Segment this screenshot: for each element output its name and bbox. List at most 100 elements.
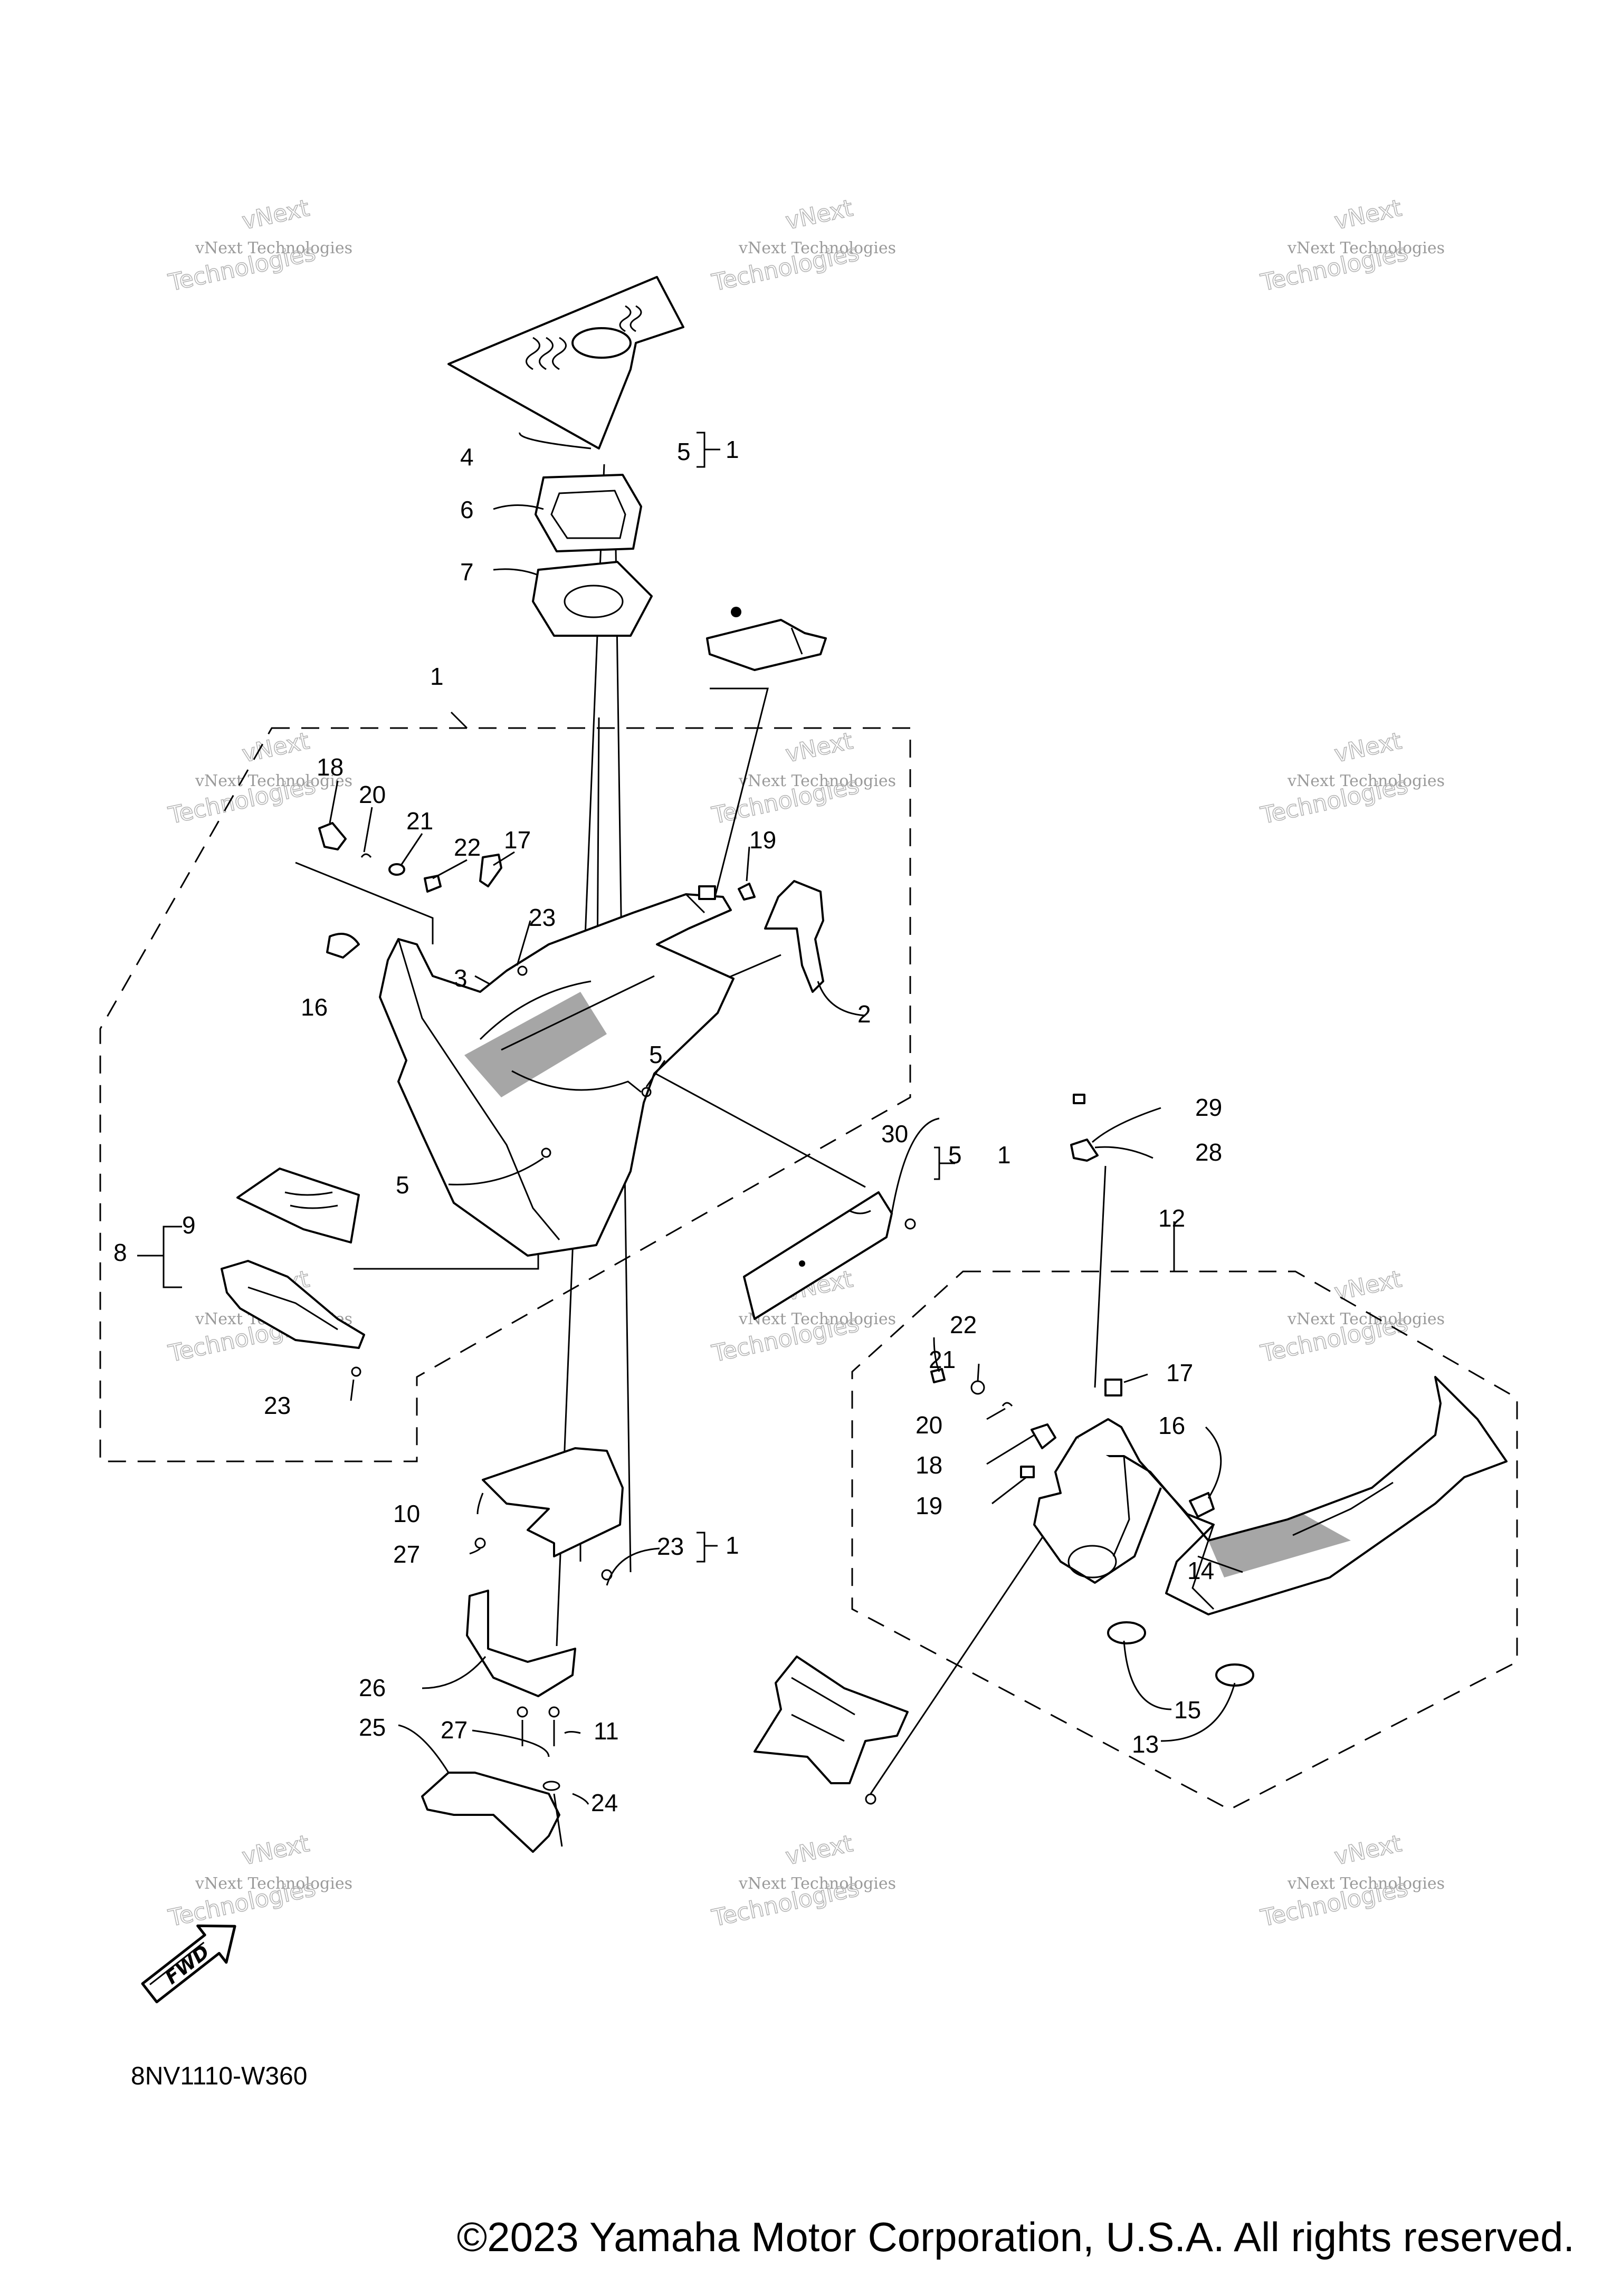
svg-text:vNext Technologies: vNext Technologies bbox=[738, 239, 896, 257]
callout: 11 bbox=[594, 1717, 619, 1745]
fasteners-left bbox=[318, 822, 756, 1158]
svg-text:vNext: vNext bbox=[783, 728, 855, 768]
callout-leaders bbox=[137, 432, 1243, 1805]
svg-text:vNext: vNext bbox=[1332, 1830, 1404, 1871]
callout: 22 bbox=[454, 834, 481, 861]
upper-bracket bbox=[706, 607, 827, 671]
svg-text:vNext: vNext bbox=[240, 1830, 311, 1871]
part-27-washer bbox=[517, 1706, 528, 1718]
callout: 9 bbox=[182, 1211, 196, 1239]
leader-lines bbox=[295, 464, 1107, 1794]
callout: 1 bbox=[726, 1532, 739, 1559]
part-26-bracket bbox=[466, 1590, 576, 1697]
callout: 8 bbox=[113, 1239, 127, 1266]
part-11-washer bbox=[548, 1706, 560, 1718]
callout: 30 bbox=[881, 1120, 908, 1147]
callout: 5 bbox=[649, 1041, 663, 1068]
callout: 18 bbox=[916, 1451, 942, 1479]
callout: 24 bbox=[591, 1789, 618, 1816]
part-4-heat-shield bbox=[447, 276, 684, 449]
callout: 17 bbox=[504, 826, 531, 854]
diagram-code: 8NV1110-W360 bbox=[131, 2062, 308, 2090]
part-10-plate bbox=[474, 1447, 624, 1581]
callout: 12 bbox=[1158, 1204, 1185, 1232]
callout: 18 bbox=[317, 753, 344, 781]
callout: 6 bbox=[460, 496, 474, 523]
callout: 14 bbox=[1187, 1557, 1214, 1584]
part-25-shield bbox=[421, 1772, 563, 1853]
callout-numbers: 4 5 1 6 7 1 18 20 21 22 17 19 23 3 16 2 … bbox=[113, 436, 1222, 1816]
part-8-cover bbox=[221, 1260, 365, 1377]
svg-text:vNext: vNext bbox=[783, 1830, 855, 1871]
callout: 21 bbox=[406, 807, 433, 835]
svg-text:vNext Technologies: vNext Technologies bbox=[738, 1874, 896, 1893]
svg-text:vNext Technologies: vNext Technologies bbox=[1287, 1874, 1445, 1893]
svg-text:vNext Technologies: vNext Technologies bbox=[1287, 772, 1445, 790]
svg-text:vNext Technologies: vNext Technologies bbox=[195, 772, 352, 790]
part-14-under-cowl bbox=[1033, 1376, 1508, 1687]
svg-text:vNext: vNext bbox=[240, 728, 311, 768]
part-7-damper bbox=[532, 561, 653, 637]
svg-text:vNext Technologies: vNext Technologies bbox=[738, 772, 896, 790]
svg-text:vNext: vNext bbox=[240, 195, 311, 235]
lower-bracket bbox=[754, 1656, 909, 1805]
svg-text:vNext: vNext bbox=[1332, 728, 1404, 768]
callout: 20 bbox=[359, 781, 386, 808]
callout: 29 bbox=[1195, 1094, 1222, 1121]
part-9-sheet bbox=[236, 1168, 360, 1243]
callout: 23 bbox=[264, 1392, 291, 1419]
callout: 23 bbox=[657, 1533, 684, 1560]
callout: 27 bbox=[441, 1716, 468, 1744]
svg-text:vNext Technologies: vNext Technologies bbox=[1287, 1310, 1445, 1328]
callout: 28 bbox=[1195, 1139, 1222, 1166]
callout: 10 bbox=[393, 1500, 420, 1527]
svg-text:vNext Technologies: vNext Technologies bbox=[195, 1874, 352, 1893]
callout: 1 bbox=[430, 663, 444, 690]
callout: 26 bbox=[359, 1674, 386, 1701]
assembly-1-outline bbox=[99, 727, 911, 1462]
callout: 16 bbox=[301, 993, 328, 1021]
copyright-notice: ©2023 Yamaha Motor Corporation, U.S.A. A… bbox=[456, 2214, 1575, 2260]
svg-text:vNext: vNext bbox=[1332, 195, 1404, 235]
callout: 2 bbox=[857, 1000, 871, 1028]
assembly-12-outline bbox=[851, 1270, 1518, 1811]
part-3-front-cowl bbox=[379, 885, 735, 1257]
callout: 5 bbox=[677, 438, 691, 465]
callout: 19 bbox=[749, 826, 776, 854]
callout: 25 bbox=[359, 1714, 386, 1741]
callout: 22 bbox=[950, 1311, 977, 1338]
callout: 13 bbox=[1132, 1730, 1159, 1758]
svg-text:vNext: vNext bbox=[783, 195, 855, 235]
callout: 4 bbox=[460, 443, 474, 471]
part-6-gasket bbox=[535, 474, 642, 552]
svg-text:vNext Technologies: vNext Technologies bbox=[195, 239, 352, 257]
callout: 27 bbox=[393, 1541, 420, 1568]
callout: 21 bbox=[929, 1346, 956, 1373]
part-2-side-pad bbox=[764, 880, 824, 993]
svg-text:vNext Technologies: vNext Technologies bbox=[1287, 239, 1445, 257]
callout: 5 bbox=[948, 1141, 962, 1169]
callout: 17 bbox=[1166, 1359, 1193, 1386]
callout: 5 bbox=[396, 1171, 409, 1199]
callout: 16 bbox=[1158, 1412, 1185, 1439]
callout: 15 bbox=[1174, 1696, 1201, 1724]
callout: 1 bbox=[997, 1141, 1011, 1169]
callout: 3 bbox=[454, 964, 468, 992]
callout: 1 bbox=[726, 436, 739, 463]
callout: 19 bbox=[916, 1492, 942, 1519]
part-30-panel bbox=[743, 1191, 916, 1320]
callout: 7 bbox=[460, 558, 474, 586]
svg-text:vNext: vNext bbox=[1332, 1266, 1404, 1306]
callout: 20 bbox=[916, 1411, 942, 1439]
callout: 23 bbox=[529, 904, 556, 931]
